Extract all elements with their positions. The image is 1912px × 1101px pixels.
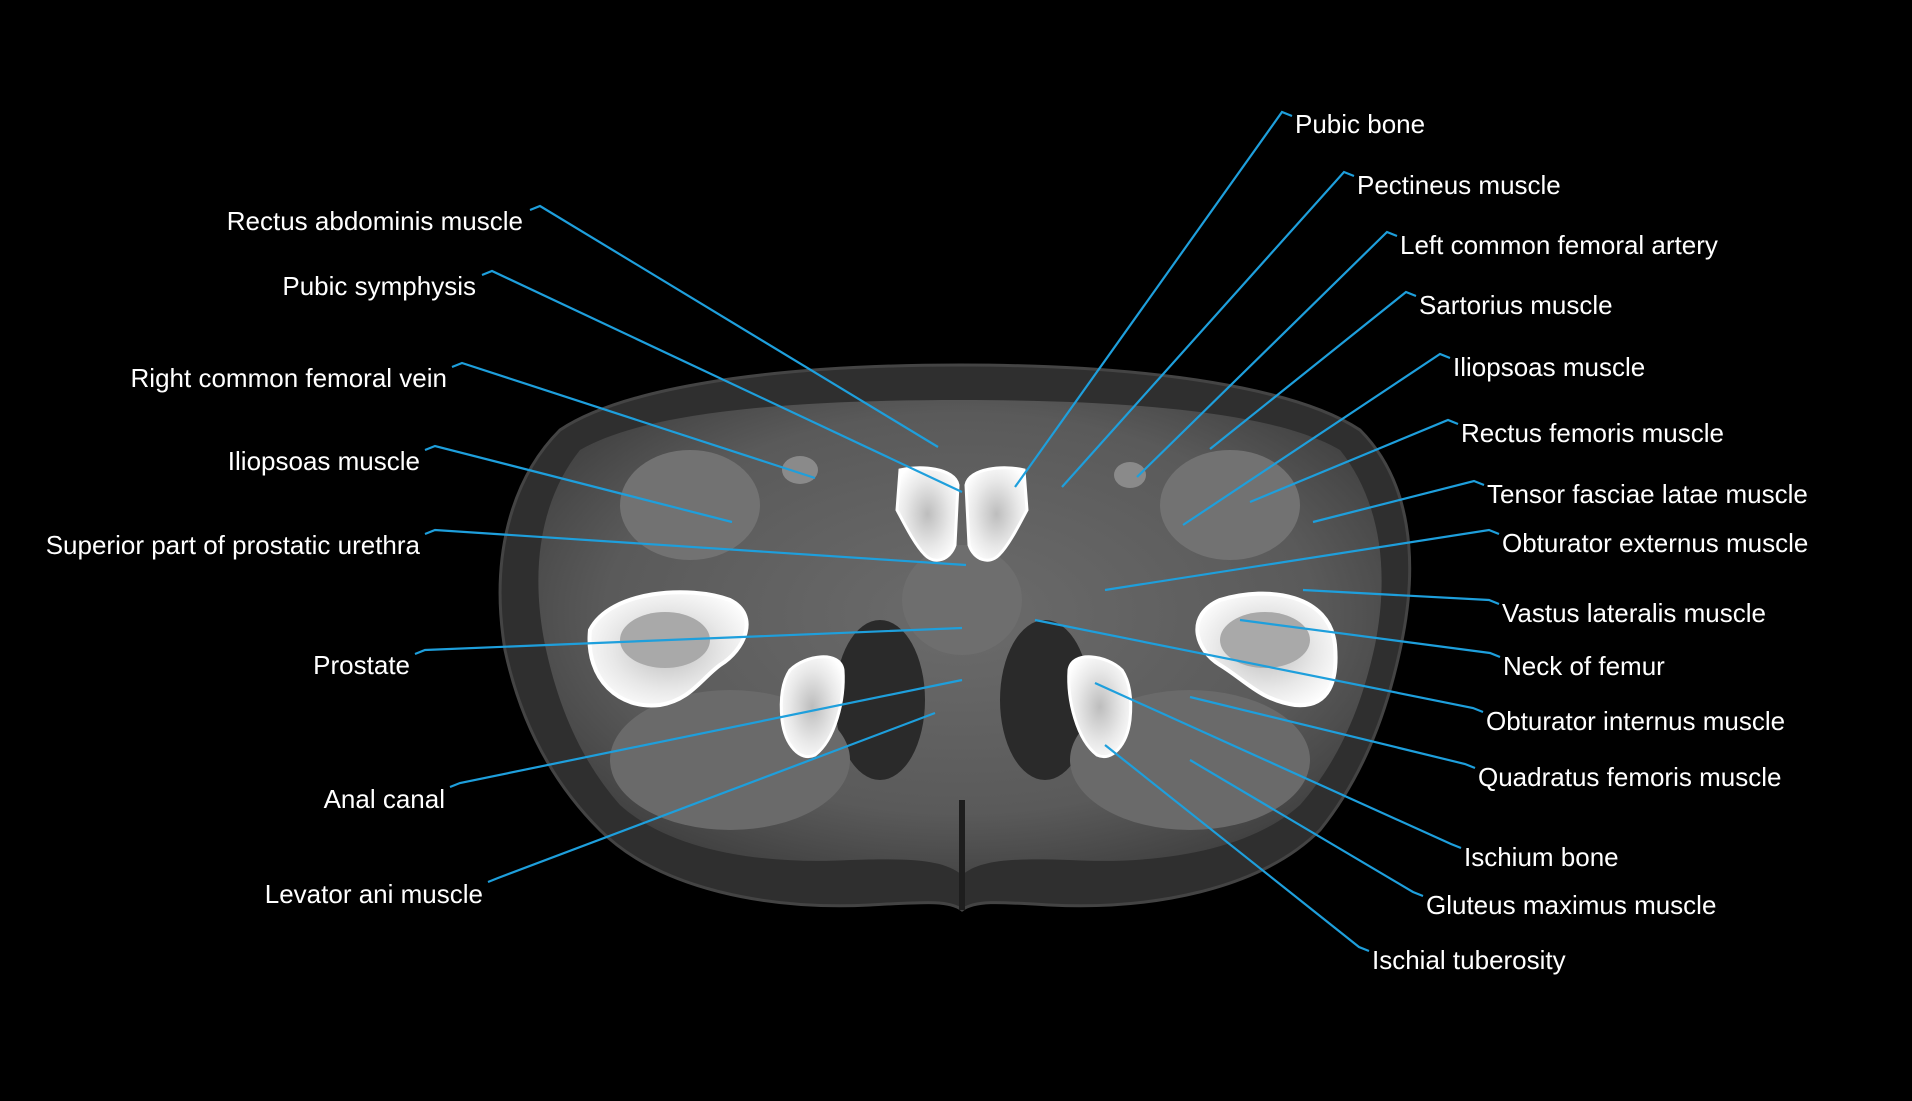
leader-iliopsoas-right — [424, 444, 733, 524]
label-right-common-femoral-vein: Right common femoral vein — [130, 363, 447, 393]
left-pubic-bone — [964, 466, 1029, 562]
right-iliopsoas — [620, 450, 760, 560]
label-pubic-symphysis: Pubic symphysis — [282, 271, 476, 301]
leader-lines — [414, 110, 1501, 953]
label-neck-of-femur: Neck of femur — [1503, 651, 1665, 681]
leader-anal-canal — [449, 678, 963, 789]
label-pubic-bone: Pubic bone — [1295, 109, 1426, 139]
left-femoral-artery — [1114, 462, 1146, 488]
label-rectus-abdominis: Rectus abdominis muscle — [226, 206, 523, 236]
label-obturator-internus: Obturator internus muscle — [1486, 706, 1786, 736]
label-vastus-lateralis: Vastus lateralis muscle — [1502, 598, 1766, 628]
leader-tensor-fasciae — [1312, 479, 1485, 524]
label-quadratus-femoris: Quadratus femoris muscle — [1478, 762, 1782, 792]
label-sartorius: Sartorius muscle — [1419, 290, 1613, 320]
prostate-region — [902, 545, 1022, 655]
label-obturator-externus: Obturator externus muscle — [1502, 528, 1809, 558]
label-left-common-femoral-artery: Left common femoral artery — [1400, 230, 1718, 260]
leader-ischial-tuberosity — [1104, 744, 1370, 953]
leader-prostatic-urethra — [424, 528, 967, 567]
label-prostate: Prostate — [313, 650, 410, 680]
left-ischium — [1067, 655, 1133, 758]
leader-pubic-symphysis — [481, 269, 963, 493]
label-pectineus: Pectineus muscle — [1357, 170, 1561, 200]
leader-right-femoral-vein — [451, 361, 816, 480]
leader-obturator-internus — [1034, 618, 1484, 714]
leader-rectus-abdominis — [529, 204, 939, 448]
leader-ischium-bone — [1094, 681, 1462, 850]
label-iliopsoas-right: Iliopsoas muscle — [227, 446, 420, 476]
leader-quadratus-femoris — [1189, 695, 1476, 770]
leader-gluteus-maximus — [1189, 759, 1424, 898]
leader-obturator-externus — [1104, 528, 1500, 592]
right-pubic-bone — [895, 466, 960, 562]
label-iliopsoas-left: Iliopsoas muscle — [1453, 352, 1646, 382]
label-prostatic-urethra: Superior part of prostatic urethra — [45, 530, 420, 560]
ischioanal-fossa-left — [1000, 620, 1090, 780]
leader-rectus-femoris — [1249, 418, 1459, 504]
leader-pectineus — [1061, 170, 1355, 488]
leader-neck-of-femur — [1239, 618, 1501, 659]
leader-pubic-bone — [1014, 110, 1293, 488]
leader-prostate — [414, 626, 963, 656]
leader-sartorius — [1209, 290, 1417, 450]
ischioanal-fossa-right — [835, 620, 925, 780]
left-iliopsoas — [1160, 450, 1300, 560]
label-gluteus-maximus: Gluteus maximus muscle — [1426, 890, 1717, 920]
label-ischium-bone: Ischium bone — [1464, 842, 1619, 872]
leader-levator-ani — [487, 711, 936, 884]
label-levator-ani: Levator ani muscle — [264, 879, 483, 909]
leader-femoral-artery — [1136, 230, 1398, 478]
right-ischium — [779, 655, 845, 758]
label-anal-canal: Anal canal — [323, 784, 445, 814]
leader-vastus-lateralis — [1302, 588, 1500, 606]
leader-iliopsoas-left — [1182, 352, 1451, 526]
label-ischial-tuberosity: Ischial tuberosity — [1372, 945, 1566, 975]
label-rectus-femoris: Rectus femoris muscle — [1461, 418, 1724, 448]
label-tensor-fasciae-latae: Tensor fasciae latae muscle — [1487, 479, 1808, 509]
